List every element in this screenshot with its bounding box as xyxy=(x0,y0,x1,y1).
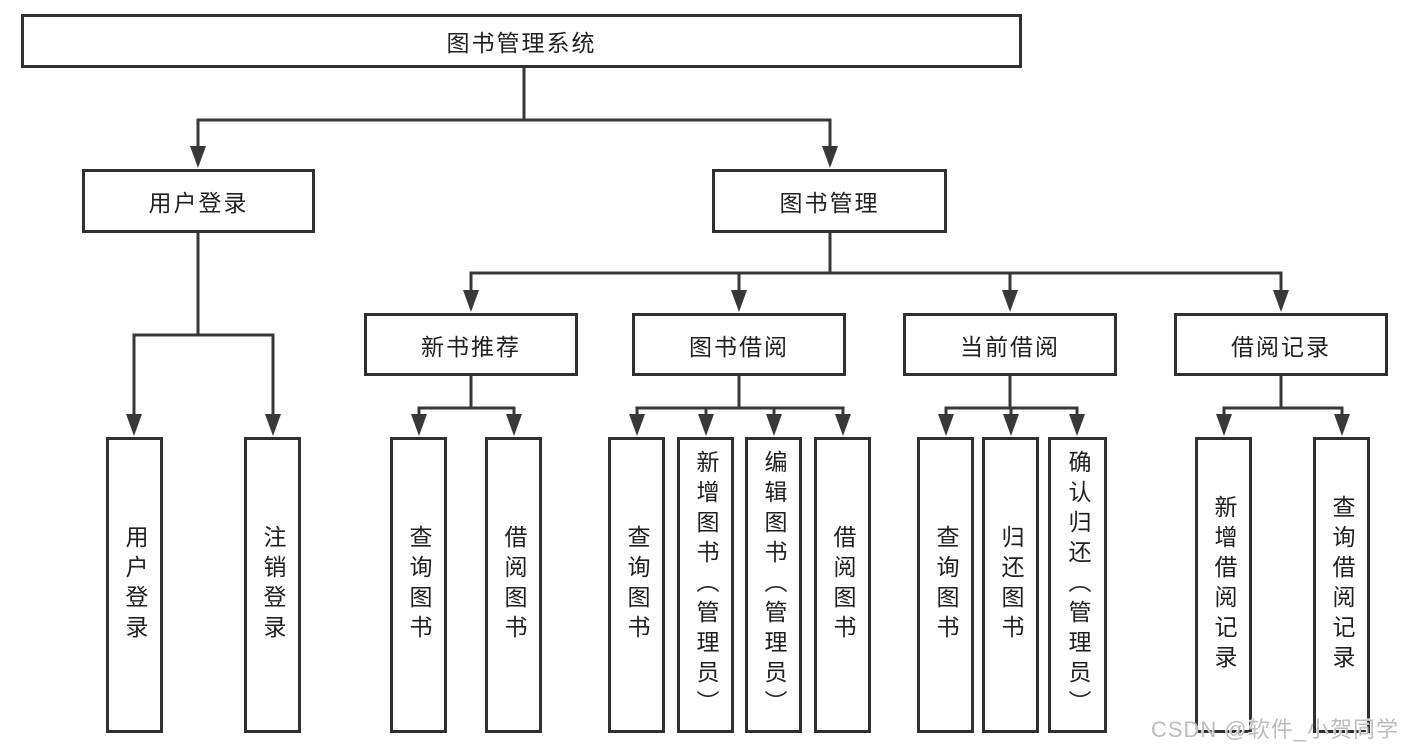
node-root-label: 图书管理系统 xyxy=(446,30,597,56)
node-user-login-label: 用户登录 xyxy=(148,190,249,216)
leaf-edit-books-admin-label: 编辑图书（管理员） xyxy=(761,450,787,720)
leaf-confirm-return-admin: 确认归还（管理员） xyxy=(1048,437,1107,733)
node-borrow-records-label: 借阅记录 xyxy=(1231,333,1331,360)
node-book-mgmt-label: 图书管理 xyxy=(779,190,880,216)
leaf-borrow-books: 借阅图书 xyxy=(814,437,871,733)
node-current-borrow-label: 当前借阅 xyxy=(960,333,1060,360)
leaf-current-query-books-label: 查询图书 xyxy=(933,525,959,645)
node-book-borrow: 图书借阅 xyxy=(632,313,846,376)
node-current-borrow: 当前借阅 xyxy=(903,313,1117,376)
leaf-user-login-label: 用户登录 xyxy=(122,525,148,645)
node-borrow-records: 借阅记录 xyxy=(1174,313,1388,376)
leaf-rec-borrow-books: 借阅图书 xyxy=(485,437,542,733)
leaf-confirm-return-admin-label: 确认归还（管理员） xyxy=(1065,450,1091,720)
leaf-rec-query-books: 查询图书 xyxy=(390,437,447,733)
leaf-borrow-books-label: 借阅图书 xyxy=(830,525,856,645)
node-book-borrow-label: 图书借阅 xyxy=(689,333,789,360)
node-user-login: 用户登录 xyxy=(82,169,315,233)
leaf-logout: 注销登录 xyxy=(244,437,301,733)
leaf-current-query-books: 查询图书 xyxy=(917,437,974,733)
leaf-add-borrow-record: 新增借阅记录 xyxy=(1195,437,1252,733)
node-book-mgmt: 图书管理 xyxy=(712,169,947,233)
leaf-rec-borrow-books-label: 借阅图书 xyxy=(501,525,527,645)
leaf-borrow-query-books-label: 查询图书 xyxy=(624,525,650,645)
leaf-logout-label: 注销登录 xyxy=(260,525,286,645)
node-root: 图书管理系统 xyxy=(21,14,1022,68)
leaf-query-borrow-record: 查询借阅记录 xyxy=(1313,437,1370,733)
node-new-book-rec-label: 新书推荐 xyxy=(421,333,521,360)
leaf-return-books: 归还图书 xyxy=(982,437,1039,733)
leaf-add-borrow-record-label: 新增借阅记录 xyxy=(1211,495,1237,675)
leaf-add-books-admin: 新增图书（管理员） xyxy=(677,437,734,733)
csdn-watermark: CSDN @软件_小贺同学 xyxy=(1150,717,1399,742)
leaf-query-borrow-record-label: 查询借阅记录 xyxy=(1329,495,1355,675)
leaf-add-books-admin-label: 新增图书（管理员） xyxy=(693,450,719,720)
leaf-edit-books-admin: 编辑图书（管理员） xyxy=(745,437,802,733)
node-new-book-rec: 新书推荐 xyxy=(364,313,578,376)
leaf-return-books-label: 归还图书 xyxy=(998,525,1024,645)
leaf-borrow-query-books: 查询图书 xyxy=(608,437,665,733)
leaf-user-login: 用户登录 xyxy=(106,437,163,733)
leaf-rec-query-books-label: 查询图书 xyxy=(406,525,432,645)
